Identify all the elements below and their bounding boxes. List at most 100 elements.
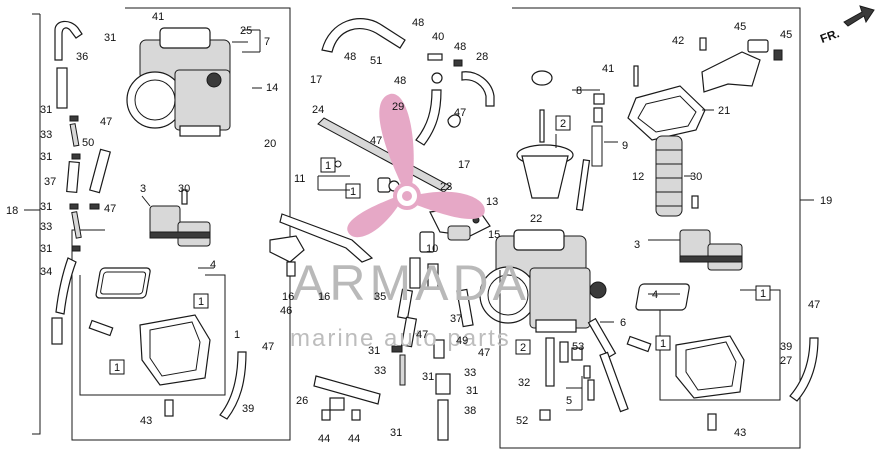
callout-41a: 41: [152, 11, 164, 23]
callout-42: 42: [672, 35, 684, 47]
callout-box-1-right-bowl: 1: [760, 288, 766, 300]
callout-36: 36: [76, 51, 88, 63]
callout-8: 8: [576, 85, 582, 97]
left-hose-37: [66, 160, 80, 194]
center-jets: [539, 317, 629, 421]
left-carburetor-body: [126, 27, 231, 137]
callout-37a: 37: [44, 176, 56, 188]
callout-28: 28: [476, 51, 488, 63]
callout-35: 35: [374, 291, 386, 303]
callout-47e: 47: [370, 135, 382, 147]
hose-51: [321, 18, 406, 53]
callout-30b: 30: [690, 171, 702, 183]
callout-43a: 43: [140, 415, 152, 427]
small-fittings-center-top: [427, 53, 463, 128]
left-hose-34: [51, 257, 77, 345]
callout-22: 22: [530, 213, 542, 225]
callout-37b: 37: [450, 313, 462, 325]
callout-53: 53: [572, 341, 584, 353]
callout-44b: 44: [348, 433, 360, 445]
front-direction-arrow-icon: FR.: [818, 5, 875, 46]
callout-33c: 33: [374, 365, 386, 377]
callout-9: 9: [622, 140, 628, 152]
propeller-logo-icon: [347, 93, 485, 238]
callout-box-1-left-bowl: 1: [198, 296, 204, 308]
callout-26: 26: [296, 395, 308, 407]
callout-23: 23: [440, 181, 452, 193]
callout-15: 15: [488, 229, 500, 241]
callout-25: 25: [240, 25, 252, 37]
callout-47f: 47: [416, 329, 428, 341]
callout-box-1-right-screw: 1: [660, 338, 666, 350]
watermark-brand: ARMADA: [292, 255, 530, 311]
callout-19: 19: [820, 195, 832, 207]
callout-31b: 31: [40, 104, 52, 116]
callout-4a: 4: [210, 259, 216, 271]
callout-33d: 33: [464, 367, 476, 379]
callout-10: 10: [426, 243, 438, 255]
callout-47b: 47: [104, 203, 116, 215]
callout-6: 6: [620, 317, 626, 329]
left-clips: [69, 115, 100, 252]
callout-18: 18: [6, 205, 18, 217]
callout-40: 40: [432, 31, 444, 43]
callout-48b: 48: [412, 17, 424, 29]
callout-31e: 31: [40, 243, 52, 255]
callout-48c: 48: [454, 41, 466, 53]
callout-17b: 17: [458, 159, 470, 171]
callout-34: 34: [40, 266, 52, 278]
callout-17a: 17: [310, 74, 322, 86]
callout-21: 21: [718, 105, 730, 117]
callout-box-1-shaft-b: 1: [350, 186, 356, 198]
callout-11: 11: [294, 173, 305, 185]
callout-47d: 47: [454, 107, 466, 119]
spring-12: [655, 135, 683, 217]
callout-51: 51: [370, 55, 382, 67]
right-float-3: [679, 195, 743, 271]
callout-24: 24: [312, 104, 324, 116]
callout-31a: 31: [104, 32, 116, 44]
right-hose-39: [789, 337, 819, 402]
left-float-3: [149, 189, 211, 247]
callout-31c: 31: [40, 151, 52, 163]
callout-52: 52: [516, 415, 528, 427]
callout-49: 49: [456, 335, 468, 347]
callout-12: 12: [632, 171, 644, 183]
jet-needle-9: [575, 93, 605, 211]
callout-31h: 31: [466, 385, 478, 397]
hose-29: [415, 89, 442, 146]
hose-28: [461, 71, 495, 107]
callout-box-1-shaft-a: 1: [325, 160, 331, 172]
part-number-callouts: 41 31 36 25 7 14 17 24 20 31 47 33 50 31…: [6, 11, 832, 445]
callout-39a: 39: [242, 403, 254, 415]
left-hose-39: [219, 351, 247, 420]
callout-44a: 44: [318, 433, 330, 445]
callout-45b: 45: [780, 29, 792, 41]
callout-31f: 31: [368, 345, 380, 357]
top-cover-21: [627, 65, 706, 141]
callout-16a: 16: [282, 291, 294, 303]
callout-4b: 4: [652, 289, 658, 301]
callout-33a: 33: [40, 129, 52, 141]
boxed-callouts: 1 1 1 1 2 2 1 1: [109, 115, 771, 375]
callout-5: 5: [566, 395, 572, 407]
small-parts-center: [391, 231, 474, 441]
callout-14: 14: [266, 82, 278, 94]
watermark-logo: ARMADA marine auto parts: [290, 93, 530, 352]
callout-box-1-left-screw: 1: [114, 362, 120, 374]
callout-20: 20: [264, 138, 276, 150]
callout-41b: 41: [602, 63, 614, 75]
callout-29: 29: [392, 101, 404, 113]
callout-39b: 39: [780, 341, 792, 353]
left-float-chamber: [88, 267, 211, 417]
callout-33b: 33: [40, 221, 52, 233]
watermark-tagline: marine auto parts: [290, 325, 511, 352]
stay-plate-16: [269, 213, 374, 277]
callout-47c: 47: [262, 341, 274, 353]
bracket-26: [313, 375, 381, 421]
bracket-45: [699, 37, 783, 93]
callout-38: 38: [464, 405, 476, 417]
leader-lines: [141, 29, 714, 411]
callout-3a: 3: [140, 183, 146, 195]
